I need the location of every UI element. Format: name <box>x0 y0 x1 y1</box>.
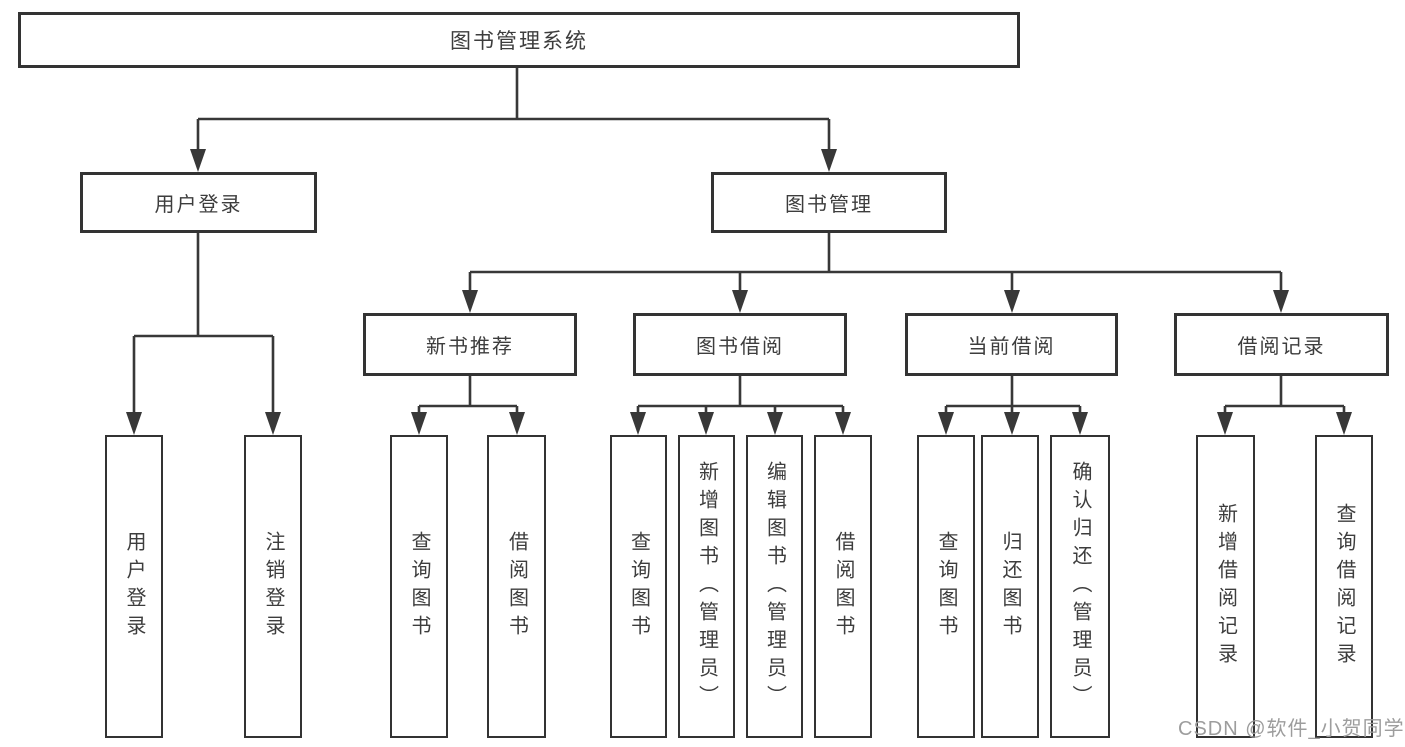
node-label: 注销登录 <box>262 530 284 643</box>
arrow-down-icon <box>190 149 206 172</box>
arrow-down-icon <box>1273 290 1289 313</box>
leaf-return-book: 归还图书 <box>981 435 1039 738</box>
connector-book-management-to-level3 <box>468 233 1283 294</box>
connector-root-to-level2 <box>196 68 831 152</box>
node-user-login: 用户登录 <box>80 172 317 233</box>
node-label: 图书管理 <box>785 194 873 216</box>
leaf-logout: 注销登录 <box>244 435 302 738</box>
node-label: 用户登录 <box>123 530 145 643</box>
node-label: 借阅记录 <box>1237 336 1326 358</box>
node-label: 查询图书 <box>627 530 650 643</box>
connector-book-borrow-to-leaves <box>636 376 845 416</box>
watermark-text: CSDN @软件_小贺同学 <box>1178 718 1405 740</box>
leaf-borrow-books-1: 借阅图书 <box>487 435 546 738</box>
node-root-library-management-system: 图书管理系统 <box>18 12 1020 68</box>
leaf-edit-book-admin: 编辑图书（管理员） <box>746 435 803 738</box>
node-label: 新增借阅记录 <box>1214 502 1237 671</box>
arrow-down-icon <box>1217 412 1233 435</box>
arrow-down-icon <box>821 149 837 172</box>
connector-user-login-to-leaves <box>132 233 275 416</box>
node-borrow-records: 借阅记录 <box>1174 313 1389 376</box>
leaf-borrow-books-2: 借阅图书 <box>814 435 872 738</box>
node-label: 查询借阅记录 <box>1333 502 1355 671</box>
arrow-down-icon <box>732 290 748 313</box>
arrow-down-icon <box>938 412 954 435</box>
leaf-query-books-2: 查询图书 <box>610 435 667 738</box>
arrow-down-icon <box>1004 290 1020 313</box>
connector-borrow-records-to-leaves <box>1223 376 1346 416</box>
arrow-down-icon <box>698 412 714 435</box>
arrow-down-icon <box>835 412 851 435</box>
node-book-borrow: 图书借阅 <box>633 313 847 376</box>
arrow-down-icon <box>126 412 142 435</box>
arrow-down-icon <box>630 412 646 435</box>
node-label: 图书管理系统 <box>450 30 588 53</box>
arrow-down-icon <box>1004 412 1020 435</box>
arrow-down-icon <box>509 412 525 435</box>
connector-current-borrow-to-leaves <box>944 376 1082 416</box>
node-label: 确认归还（管理员） <box>1069 460 1091 713</box>
arrow-down-icon <box>462 290 478 313</box>
leaf-query-books-1: 查询图书 <box>390 435 448 738</box>
node-book-management: 图书管理 <box>711 172 947 233</box>
node-label: 查询图书 <box>408 530 430 643</box>
arrow-down-icon <box>265 412 281 435</box>
node-label: 当前借阅 <box>967 336 1056 358</box>
node-current-borrow: 当前借阅 <box>905 313 1118 376</box>
node-label: 查询图书 <box>935 530 957 643</box>
node-label: 编辑图书（管理员） <box>763 460 786 713</box>
node-label: 新书推荐 <box>426 336 514 358</box>
leaf-confirm-return-admin: 确认归还（管理员） <box>1050 435 1110 738</box>
leaf-query-borrow-record: 查询借阅记录 <box>1315 435 1373 738</box>
leaf-query-books-3: 查询图书 <box>917 435 975 738</box>
arrow-down-icon <box>411 412 427 435</box>
leaf-add-book-admin: 新增图书（管理员） <box>678 435 735 738</box>
node-label: 图书借阅 <box>696 336 784 358</box>
connector-new-book-to-leaves <box>417 376 519 416</box>
arrowheads <box>126 149 1352 435</box>
node-label: 借阅图书 <box>505 530 528 643</box>
arrow-down-icon <box>767 412 783 435</box>
arrow-down-icon <box>1336 412 1352 435</box>
leaf-add-borrow-record: 新增借阅记录 <box>1196 435 1255 738</box>
node-label: 借阅图书 <box>832 530 854 643</box>
node-label: 用户登录 <box>154 194 243 216</box>
arrow-down-icon <box>1072 412 1088 435</box>
node-new-book-recommend: 新书推荐 <box>363 313 577 376</box>
node-label: 归还图书 <box>999 530 1021 643</box>
leaf-user-login: 用户登录 <box>105 435 163 738</box>
node-label: 新增图书（管理员） <box>695 460 718 713</box>
